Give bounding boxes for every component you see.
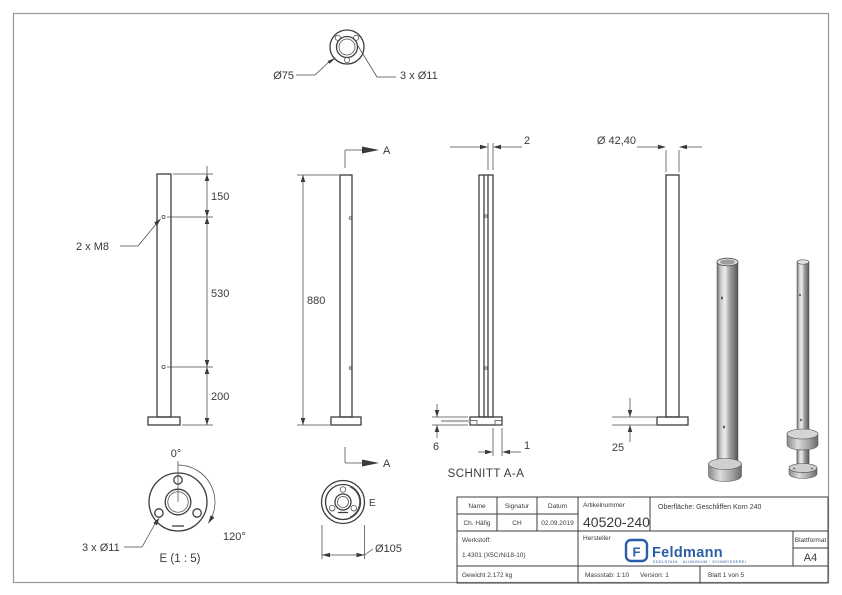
section-title: SCHNITT A-A <box>448 468 525 480</box>
gewicht-text: Gewicht 2.172 kg <box>462 572 513 579</box>
detail-view-e: 0° 120° 3 x Ø11 E (1 : 5) <box>82 448 246 565</box>
blatt-text: Blatt 1 von 5 <box>708 572 745 579</box>
detail-holes-label: 3 x Ø11 <box>82 542 120 554</box>
bottom-view: A E Ø105 <box>320 447 402 559</box>
render-post-left <box>708 257 742 482</box>
dim-6: 6 <box>433 441 439 453</box>
top-diameter-label: Ø75 <box>273 70 294 82</box>
detail-title: E (1 : 5) <box>160 553 201 565</box>
logo-tagline: EDELSTAHL · ALUMINIUM · SCHWEISSEREI <box>653 560 746 564</box>
blattformat-label: Blattformat <box>795 537 827 544</box>
logo-icon <box>624 538 649 563</box>
name-value: Ch. Häfig <box>463 520 490 527</box>
dim-150: 150 <box>211 191 229 203</box>
signatur-value: CH <box>512 520 522 527</box>
artikelnummer-label: Artikelnummer <box>583 502 626 509</box>
angle-0-label: 0° <box>171 448 182 460</box>
title-block: Name Signatur Datum Ch. Häfig CH 02.09.2… <box>456 496 829 584</box>
dim-wall-2: 2 <box>524 135 530 147</box>
section-arrow-bottom-label: A <box>383 458 391 470</box>
right-view: Ø 42,40 25 <box>597 135 702 454</box>
label-2xM8: 2 x M8 <box>76 241 109 253</box>
dim-diameter-105: Ø105 <box>375 543 402 555</box>
frame-border <box>12 12 830 584</box>
dim-diameter-4240: Ø 42,40 <box>597 135 636 147</box>
section-view: 2 6 1 SCHNITT A-A <box>432 135 530 480</box>
signatur-label: Signatur <box>505 503 530 510</box>
version-text: Version: 1 <box>640 572 669 579</box>
front-view: 150 530 200 2 x M8 <box>76 166 229 426</box>
logo-letter: F <box>633 545 641 560</box>
blattformat-value: A4 <box>804 552 817 564</box>
massstab-text: Massstab: 1:10 <box>585 572 629 579</box>
side-view: A 880 <box>297 145 391 426</box>
dim-880: 880 <box>307 295 325 307</box>
top-holes-label: 3 x Ø11 <box>400 70 438 82</box>
datum-label: Datum <box>548 503 567 510</box>
hersteller-label: Hersteller <box>583 535 612 542</box>
section-arrow-top-label: A <box>383 145 391 157</box>
datum-value: 02.09.2019 <box>541 520 574 527</box>
dim-200: 200 <box>211 391 229 403</box>
dim-530: 530 <box>211 288 229 300</box>
logo-wordmark: Feldmann <box>652 545 723 561</box>
detail-marker-e: E <box>369 498 376 509</box>
werkstoff-label: Werkstoff: <box>462 537 491 544</box>
render-post-right <box>786 259 819 479</box>
artikelnummer-value: 40520-240 <box>583 514 650 530</box>
angle-120-label: 120° <box>223 531 246 543</box>
top-view: Ø75 3 x Ø11 <box>273 29 438 82</box>
oberflaeche-text: Oberfläche: Geschliffen Korn 240 <box>658 504 761 511</box>
dim-1: 1 <box>524 440 530 452</box>
name-label: Name <box>468 503 486 510</box>
dim-25: 25 <box>612 442 624 454</box>
feldmann-logo: F Feldmann EDELSTAHL · ALUMINIUM · SCHWE… <box>624 538 746 564</box>
werkstoff-value: 1.4301 (X5CrNi18-10) <box>462 552 526 559</box>
